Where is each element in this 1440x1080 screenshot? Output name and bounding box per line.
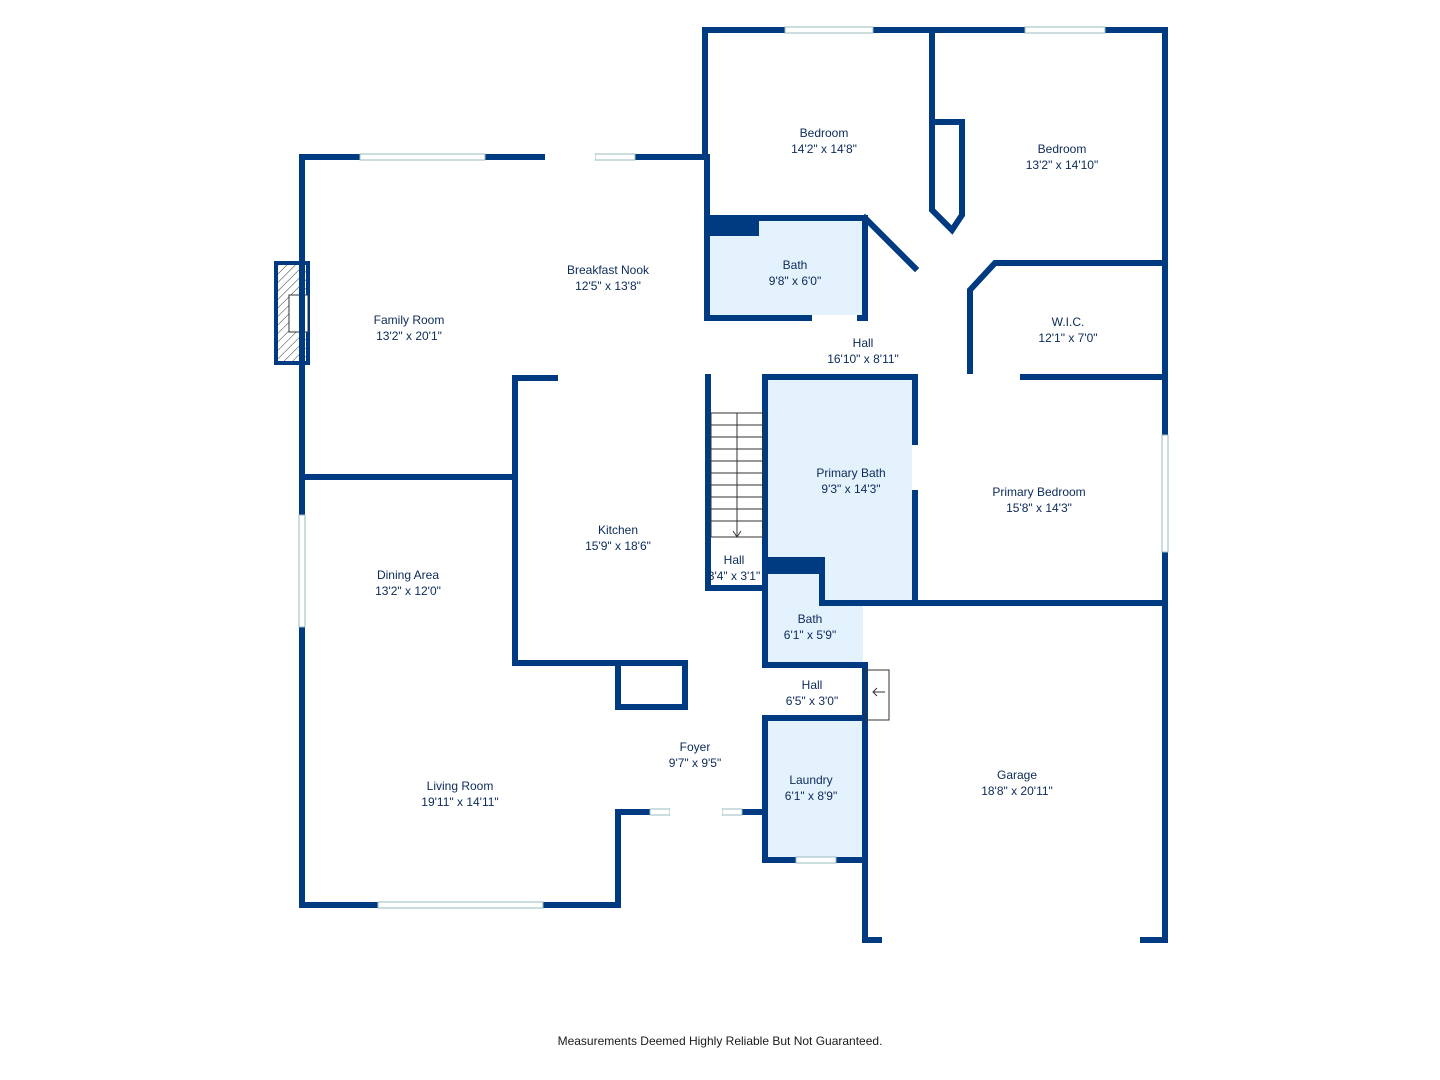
label-hall-3-name: Hall <box>802 678 823 692</box>
label-bedroom-1-name: Bedroom <box>800 126 849 140</box>
window-bedroom2-top <box>1024 26 1106 34</box>
label-hall-1-dims: 16'10" x 8'11" <box>827 352 899 366</box>
opening-primary-bath-door <box>912 445 918 490</box>
window-primary-east <box>1161 434 1169 553</box>
window-foyer-right <box>721 808 743 816</box>
room-labels: Bedroom 14'2" x 14'8" Bedroom 13'2" x 14… <box>374 126 1099 809</box>
label-bedroom-1-dims: 14'2" x 14'8" <box>791 142 857 156</box>
label-bath-2-dims: 6'1" x 5'9" <box>784 628 836 642</box>
label-primary-bedroom-dims: 15'8" x 14'3" <box>1006 501 1072 515</box>
label-living-room-name: Living Room <box>427 779 494 793</box>
label-bath-2-name: Bath <box>798 612 823 626</box>
window-living-bottom <box>377 901 544 909</box>
label-kitchen-dims: 15'9" x 18'6" <box>585 539 651 553</box>
staircase <box>710 412 764 538</box>
label-wic-name: W.I.C. <box>1052 315 1085 329</box>
stair-arrow <box>732 413 742 538</box>
wall-wic <box>967 260 1168 380</box>
label-garage-dims: 18'8" x 20'11" <box>981 784 1053 798</box>
label-primary-bath-dims: 9'3" x 14'3" <box>821 482 880 496</box>
label-breakfast-nook-name: Breakfast Nook <box>567 263 650 277</box>
window-foyer-left <box>649 808 671 816</box>
label-primary-bath-name: Primary Bath <box>816 466 885 480</box>
wall-west-side <box>299 154 768 908</box>
label-laundry-dims: 6'1" x 8'9" <box>785 789 837 803</box>
openings <box>545 154 1140 943</box>
wall-bedroom-divider <box>929 27 965 235</box>
label-bedroom-2-dims: 13'2" x 14'10" <box>1026 158 1099 172</box>
label-bedroom-2-name: Bedroom <box>1038 142 1087 156</box>
windows <box>298 26 1169 909</box>
laundry-fill <box>767 720 863 857</box>
label-living-room-dims: 19'11" x 14'11" <box>421 795 498 809</box>
garage-steps <box>864 669 890 721</box>
window-family-top <box>359 153 486 161</box>
wall-kitchen-left <box>512 375 688 710</box>
opening-garage-door <box>882 937 1140 943</box>
window-bedroom1-top <box>784 26 874 34</box>
label-hall-2-name: Hall <box>724 553 745 567</box>
label-breakfast-nook-dims: 12'5" x 13'8" <box>575 279 641 293</box>
label-hall-3-dims: 6'5" x 3'0" <box>786 694 838 708</box>
label-dining-area-name: Dining Area <box>377 568 439 582</box>
fireplace-firebox <box>288 294 309 333</box>
label-foyer-dims: 9'7" x 9'5" <box>669 756 721 770</box>
label-foyer-name: Foyer <box>680 740 711 754</box>
wall-stair <box>705 374 768 591</box>
opening-wic-door <box>920 374 1020 380</box>
opening-nook <box>545 154 595 160</box>
label-hall-1-name: Hall <box>853 336 874 350</box>
garage-step-box <box>864 669 890 721</box>
label-primary-bedroom-name: Primary Bedroom <box>992 485 1085 499</box>
bath2-vanity <box>767 557 819 574</box>
window-laundry-bottom <box>795 856 837 864</box>
wall-bath1-angled <box>860 213 920 273</box>
disclaimer-text: Measurements Deemed Highly Reliable But … <box>557 1034 883 1048</box>
label-family-room-name: Family Room <box>374 313 445 327</box>
bath1-vanity <box>709 219 759 236</box>
label-kitchen-name: Kitchen <box>598 523 638 537</box>
opening-foyer <box>670 809 722 815</box>
window-dining-west <box>298 514 306 628</box>
bath-2-fill <box>767 575 863 665</box>
wall-bath1 <box>704 154 868 321</box>
label-dining-area-dims: 13'2" x 12'0" <box>375 584 441 598</box>
label-bath-1-dims: 9'8" x 6'0" <box>769 274 821 288</box>
label-laundry-name: Laundry <box>789 773 832 787</box>
wet-room-fills <box>709 219 913 857</box>
garage-step-arrow <box>872 687 885 697</box>
label-garage-name: Garage <box>997 768 1037 782</box>
label-family-room-dims: 13'2" x 20'1" <box>376 329 442 343</box>
label-wic-dims: 12'1" x 7'0" <box>1038 331 1097 345</box>
window-nook-top <box>594 153 636 161</box>
opening-bath1-door <box>812 315 857 321</box>
label-bath-1-name: Bath <box>783 258 808 272</box>
label-hall-2-dims: 3'4" x 3'1" <box>708 569 760 583</box>
